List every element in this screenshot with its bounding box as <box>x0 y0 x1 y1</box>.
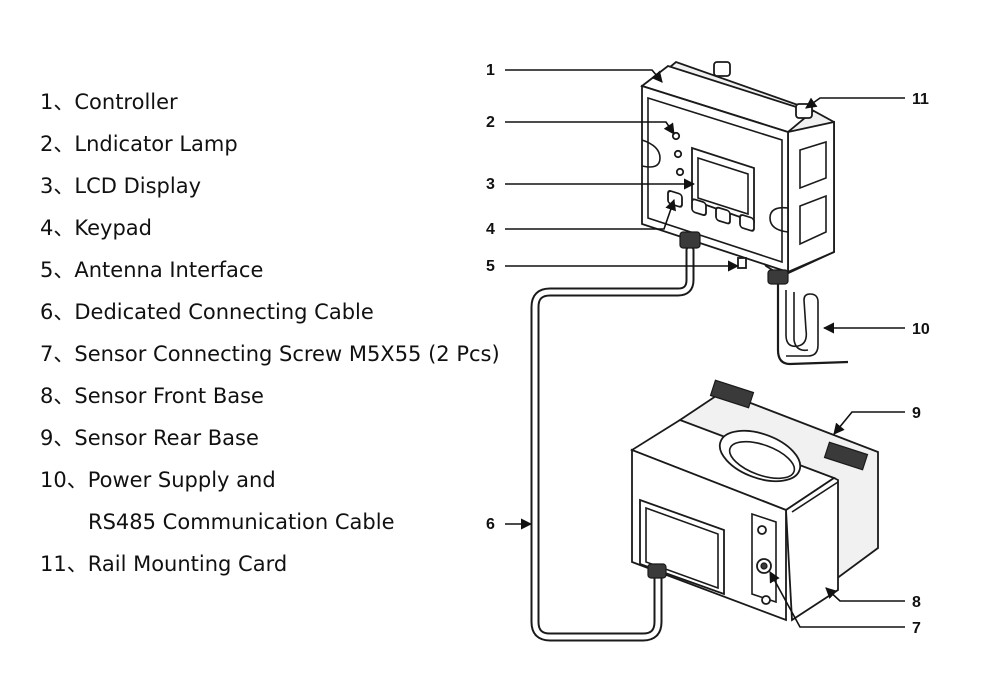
legend-number: 6 <box>40 300 54 324</box>
controller-unit <box>640 60 835 285</box>
legend-number: 7 <box>40 342 54 366</box>
leader-2 <box>505 121 675 135</box>
sensor-cable-connector <box>647 563 667 579</box>
legend-number: 9 <box>40 426 54 450</box>
callout-10: 10 <box>912 321 930 338</box>
legend-separator: 、 <box>53 300 75 324</box>
sensor-through-hole <box>718 429 802 483</box>
legend-separator: 、 <box>53 258 75 282</box>
legend-label: Sensor Rear Base <box>74 426 259 450</box>
legend-label: Controller <box>74 90 178 114</box>
legend-separator: 、 <box>53 342 75 366</box>
legend-item-connecting-cable: 6、Dedicated Connecting Cable <box>40 294 500 336</box>
callout-5: 5 <box>486 258 495 275</box>
callout-numbers: 1 2 3 4 5 6 7 8 9 10 11 <box>486 62 930 637</box>
callout-1: 1 <box>486 62 495 79</box>
legend-separator: 、 <box>66 552 88 576</box>
legend-number: 1 <box>40 90 54 114</box>
legend-item-rail-mounting-card: 11、Rail Mounting Card <box>40 546 500 588</box>
legend-item-lcd-display: 3、LCD Display <box>40 168 500 210</box>
rear-base-label-rear <box>823 441 869 471</box>
legend-separator: 、 <box>53 174 75 198</box>
legend-item-antenna-interface: 5、Antenna Interface <box>40 252 500 294</box>
legend-number: 10 <box>40 468 67 492</box>
indicator-lamp-3 <box>675 167 685 177</box>
legend-separator: 、 <box>53 216 75 240</box>
screw-hole-bottom <box>761 595 771 605</box>
callout-9: 9 <box>912 405 921 422</box>
legend-item-power-supply-cable-continued: RS485 Communication Cable <box>40 504 500 546</box>
legend-item-keypad: 4、Keypad <box>40 210 500 252</box>
legend-label: Sensor Connecting Screw M5X55 (2 Pcs) <box>74 342 500 366</box>
legend-number: 3 <box>40 174 54 198</box>
legend-item-controller: 1、Controller <box>40 84 500 126</box>
legend-number: 11 <box>40 552 67 576</box>
sensor-unit <box>630 379 879 622</box>
key-2 <box>691 198 707 217</box>
key-4 <box>739 214 755 232</box>
legend-label: LCD Display <box>74 174 201 198</box>
screw-hole-top <box>757 525 767 535</box>
rear-base-label-front <box>709 379 755 409</box>
legend-item-indicator-lamp: 2、Lndicator Lamp <box>40 126 500 168</box>
callout-6: 6 <box>486 516 495 533</box>
legend-number: 5 <box>40 258 54 282</box>
leader-1 <box>505 69 663 83</box>
indicator-lamp-2 <box>673 149 683 159</box>
legend-label: Dedicated Connecting Cable <box>74 300 374 324</box>
legend-separator: 、 <box>53 426 75 450</box>
callout-8: 8 <box>912 594 921 611</box>
cable-connector <box>679 231 701 249</box>
connecting-cable <box>530 245 695 642</box>
antenna-interface <box>737 257 747 269</box>
callout-4: 4 <box>486 221 495 238</box>
legend-separator: 、 <box>53 132 75 156</box>
legend-label: Antenna Interface <box>74 258 264 282</box>
callout-7: 7 <box>912 620 921 637</box>
callout-11: 11 <box>912 91 929 108</box>
rail-clip-front <box>713 61 731 77</box>
legend-number: 8 <box>40 384 54 408</box>
legend-item-connecting-screw: 7、Sensor Connecting Screw M5X55 (2 Pcs) <box>40 336 500 378</box>
leader-4 <box>505 198 677 230</box>
callout-2: 2 <box>486 114 495 131</box>
legend-label: Rail Mounting Card <box>87 552 288 576</box>
leader-8 <box>825 587 905 602</box>
legend-label: Keypad <box>74 216 152 240</box>
legend-label-continued: RS485 Communication Cable <box>88 510 395 534</box>
key-3 <box>715 206 731 225</box>
legend-number: 2 <box>40 132 54 156</box>
power-connector <box>767 269 789 285</box>
power-rs485-cable <box>776 282 849 366</box>
leader-7 <box>769 571 905 628</box>
callout-3: 3 <box>486 176 495 193</box>
legend-item-sensor-rear-base: 9、Sensor Rear Base <box>40 420 500 462</box>
legend-label: Power Supply and <box>87 468 276 492</box>
legend-item-power-supply-cable: 10、Power Supply and <box>40 462 500 504</box>
legend-separator: 、 <box>66 468 88 492</box>
legend-label: Sensor Front Base <box>74 384 264 408</box>
legend-label: Lndicator Lamp <box>74 132 238 156</box>
legend-number: 4 <box>40 216 54 240</box>
callout-leaders <box>505 69 905 628</box>
leader-11 <box>805 97 905 109</box>
legend-item-sensor-front-base: 8、Sensor Front Base <box>40 378 500 420</box>
legend-separator: 、 <box>53 90 75 114</box>
legend-separator: 、 <box>53 384 75 408</box>
leader-9 <box>833 411 905 435</box>
parts-legend: 1、Controller 2、Lndicator Lamp 3、LCD Disp… <box>40 84 500 588</box>
